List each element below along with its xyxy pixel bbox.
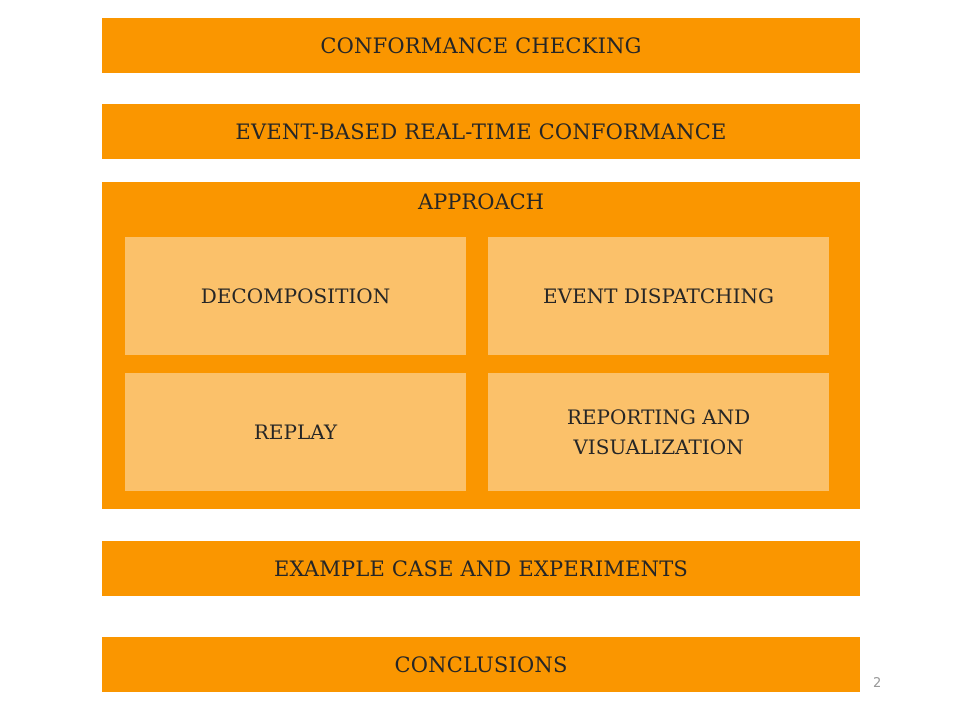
- approach-item-label: DECOMPOSITION: [200, 284, 391, 308]
- section-label: CONCLUSIONS: [394, 652, 568, 677]
- approach-item-label: REPLAY: [253, 420, 338, 444]
- page-number: 2: [873, 676, 882, 691]
- section-label: CONFORMANCE CHECKING: [320, 33, 642, 58]
- section-event-based-conformance: EVENT-BASED REAL-TIME CONFORMANCE: [102, 104, 860, 159]
- approach-item-label: EVENT DISPATCHING: [543, 284, 774, 308]
- approach-item-replay: REPLAY: [125, 373, 466, 491]
- approach-title: APPROACH: [418, 190, 544, 214]
- section-label: EXAMPLE CASE AND EXPERIMENTS: [273, 556, 688, 581]
- section-example-case: EXAMPLE CASE AND EXPERIMENTS: [102, 541, 860, 596]
- approach-item-event-dispatching: EVENT DISPATCHING: [488, 237, 829, 355]
- approach-item-label: REPORTING AND VISUALIZATION: [566, 405, 751, 459]
- approach-item-decomposition: DECOMPOSITION: [125, 237, 466, 355]
- approach-item-reporting-visualization: REPORTING AND VISUALIZATION: [488, 373, 829, 491]
- section-approach: APPROACH DECOMPOSITION EVENT DISPATCHING…: [102, 182, 860, 509]
- section-conclusions: CONCLUSIONS: [102, 637, 860, 692]
- section-label: EVENT-BASED REAL-TIME CONFORMANCE: [235, 119, 727, 144]
- section-conformance-checking: CONFORMANCE CHECKING: [102, 18, 860, 73]
